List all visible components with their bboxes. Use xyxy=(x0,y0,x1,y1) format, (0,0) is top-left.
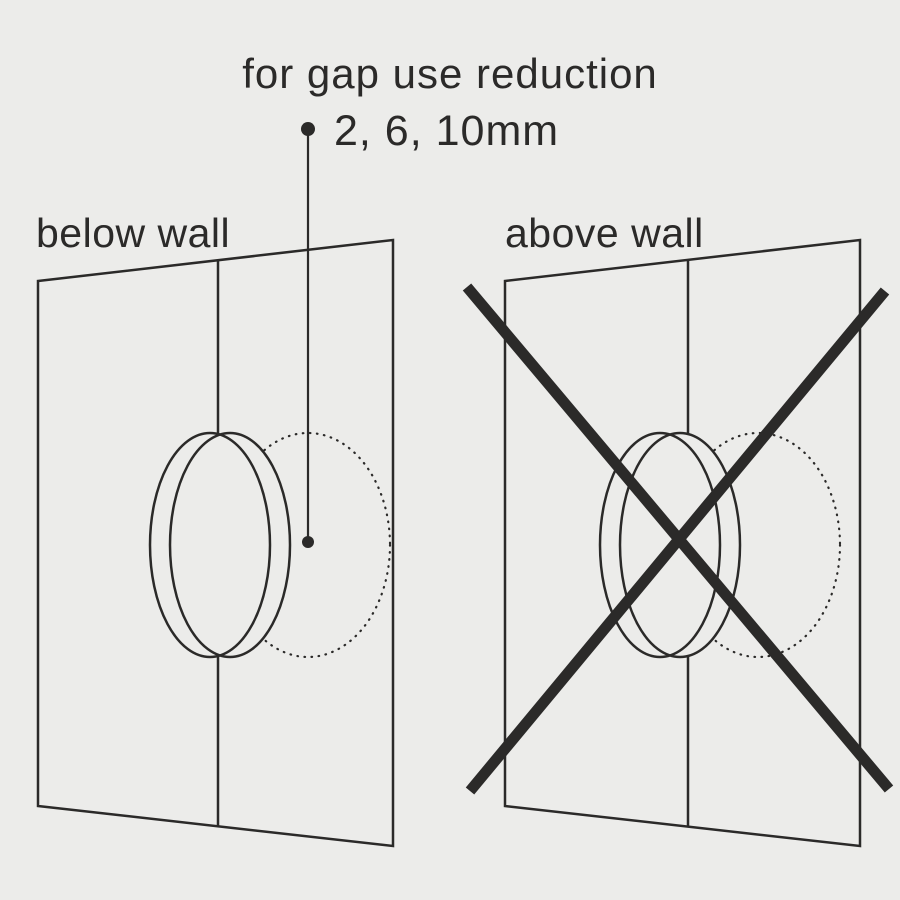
wall-plate-outline xyxy=(36,238,395,848)
annotation-measurements: 2, 6, 10mm xyxy=(334,107,559,155)
cylinder-front-face xyxy=(598,431,722,659)
below-wall-panel xyxy=(36,238,395,848)
cylinder-back-rim xyxy=(618,431,742,659)
bullet-dot-icon xyxy=(301,122,315,136)
cylinder-face-fill xyxy=(150,433,270,657)
above-wall-panel xyxy=(462,238,894,848)
cylinder-back-rim xyxy=(168,431,292,659)
cylinder-front-face xyxy=(148,431,272,659)
cross-stroke-2 xyxy=(465,287,890,795)
socket-cylinder xyxy=(148,431,292,659)
prohibited-cross-icon xyxy=(462,283,894,795)
annotation-title: for gap use reduction xyxy=(242,50,658,97)
label-above-wall: above wall xyxy=(505,210,704,256)
leader-end-dot xyxy=(302,536,314,548)
wall-plate-outline xyxy=(503,238,862,848)
label-below-wall: below wall xyxy=(36,210,230,256)
gap-leader-line xyxy=(302,133,314,548)
